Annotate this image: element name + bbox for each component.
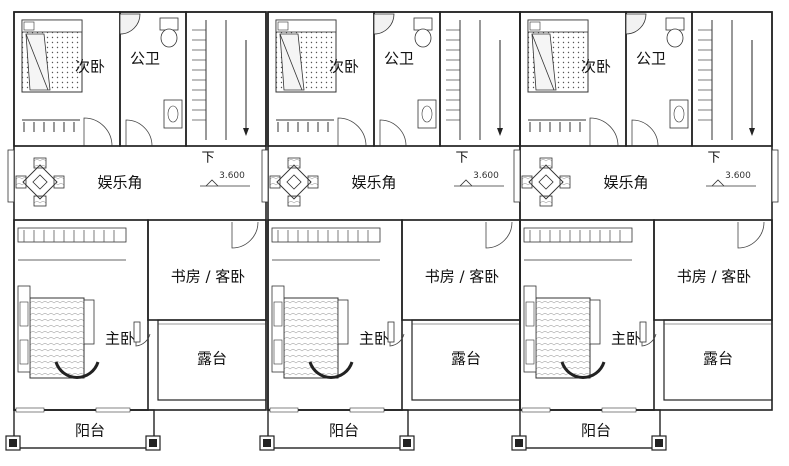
label-public-bathroom: 公卫	[383, 49, 415, 68]
unit-left-drawing	[4, 10, 268, 452]
label-secondary-bedroom: 次卧	[328, 57, 360, 76]
label-master-bedroom: 主卧	[104, 329, 136, 348]
label-stair-down: 下	[707, 150, 721, 166]
label-public-bathroom: 公卫	[129, 49, 161, 68]
label-entertainment-corner: 娱乐角	[351, 173, 397, 192]
label-entertainment-corner: 娱乐角	[97, 173, 143, 192]
unit-right-drawing	[510, 10, 774, 452]
label-public-bathroom: 公卫	[635, 49, 667, 68]
label-stair-down: 下	[201, 150, 215, 166]
label-stair-down: 下	[455, 150, 469, 166]
label-elevation: 3.600	[219, 171, 245, 181]
label-balcony: 阳台	[328, 421, 360, 440]
label-terrace: 露台	[450, 349, 482, 368]
label-study-guest-room: 书房 / 客卧	[676, 267, 752, 286]
label-balcony: 阳台	[74, 421, 106, 440]
label-secondary-bedroom: 次卧	[580, 57, 612, 76]
label-master-bedroom: 主卧	[610, 329, 642, 348]
label-study-guest-room: 书房 / 客卧	[170, 267, 246, 286]
label-balcony: 阳台	[580, 421, 612, 440]
label-terrace: 露台	[196, 349, 228, 368]
label-entertainment-corner: 娱乐角	[603, 173, 649, 192]
label-study-guest-room: 书房 / 客卧	[424, 267, 500, 286]
label-secondary-bedroom: 次卧	[74, 57, 106, 76]
label-terrace: 露台	[702, 349, 734, 368]
right-window	[771, 149, 779, 203]
label-elevation: 3.600	[473, 171, 499, 181]
unit-middle-drawing	[258, 10, 522, 452]
label-elevation: 3.600	[725, 171, 751, 181]
label-master-bedroom: 主卧	[358, 329, 390, 348]
